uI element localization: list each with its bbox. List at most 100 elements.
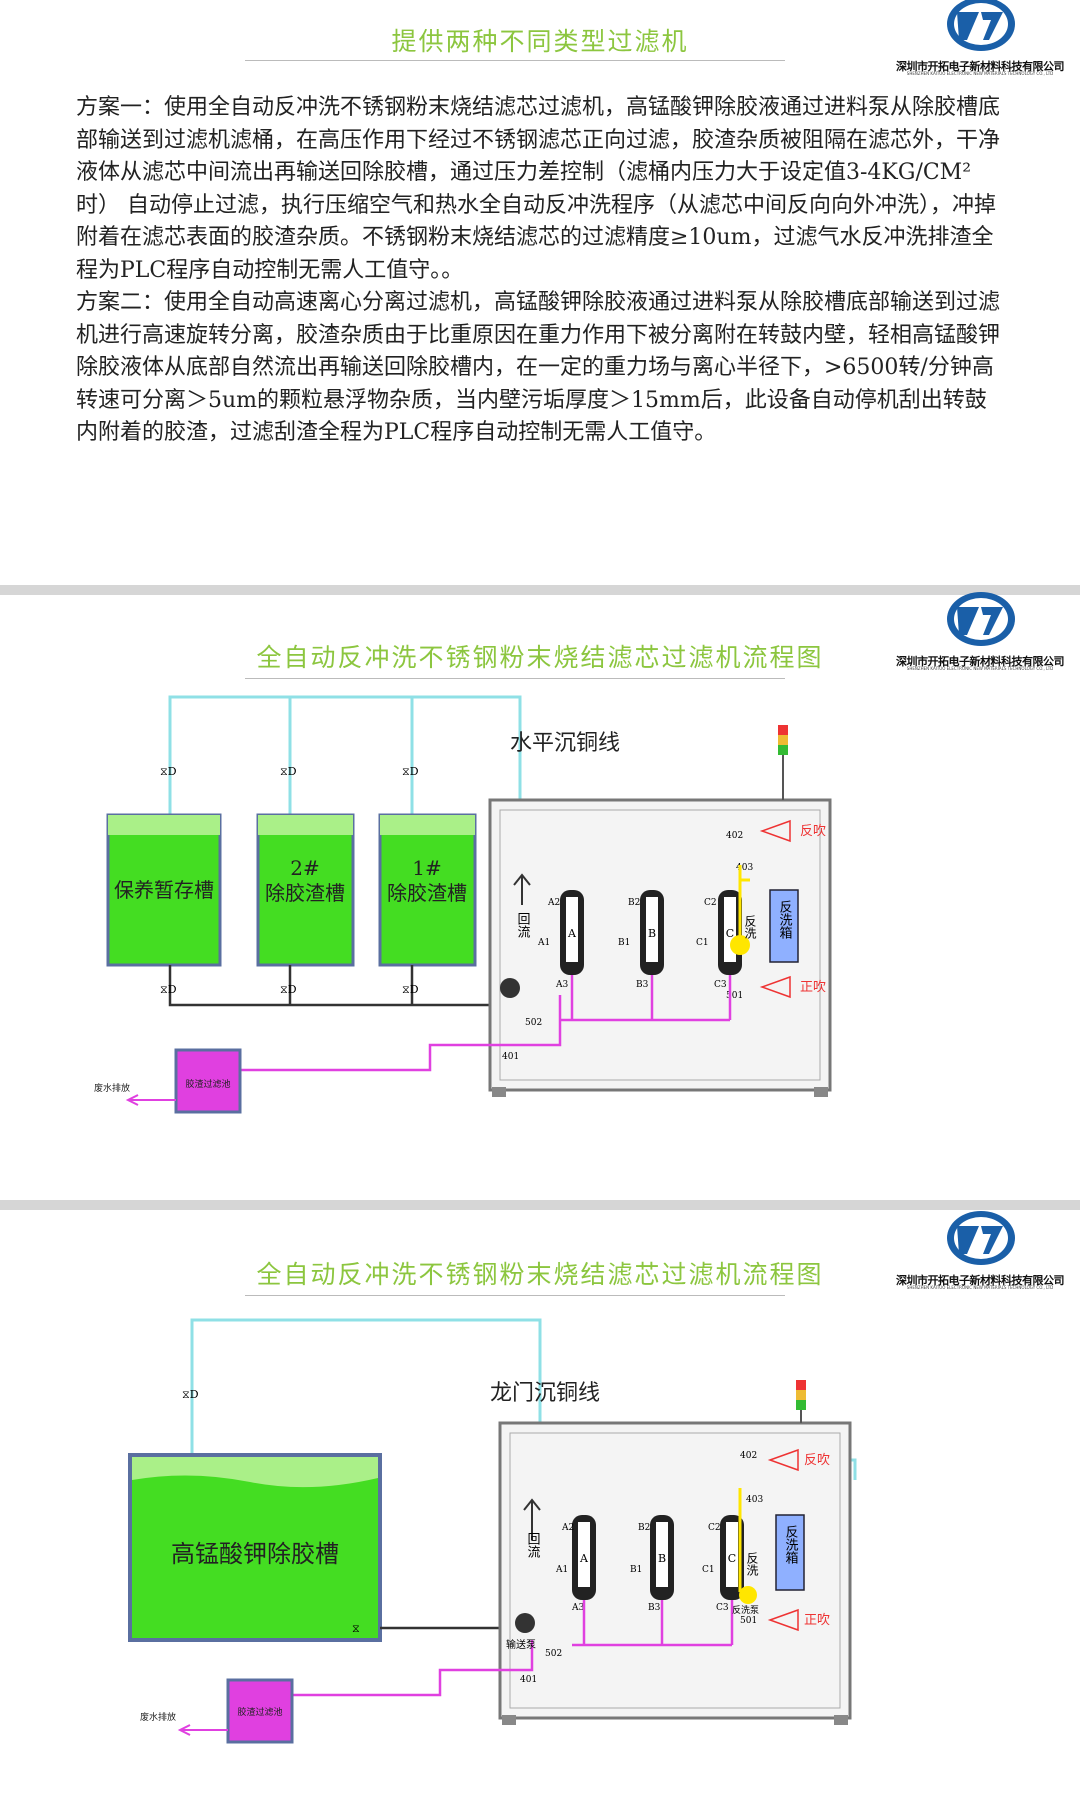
production-line-label: 水平沉铜线 bbox=[510, 731, 620, 756]
svg-text:⧖D: ⧖D bbox=[402, 765, 419, 778]
svg-text:502: 502 bbox=[525, 1018, 542, 1028]
tank-label: 保养暂存槽 bbox=[114, 878, 214, 902]
flow-diagram-gantry: ⧖D 高锰酸钾除胶槽 ⧖ 龙门沉铜线 回流 A B C bbox=[128, 1318, 857, 1744]
svg-text:正吹: 正吹 bbox=[804, 1613, 830, 1628]
svg-text:B2: B2 bbox=[628, 898, 640, 908]
svg-text:C2: C2 bbox=[704, 898, 717, 908]
svg-text:A2: A2 bbox=[547, 898, 560, 908]
backwash-pump-icon bbox=[730, 935, 750, 955]
waste-arrow bbox=[125, 1094, 176, 1106]
section-divider-2 bbox=[0, 1200, 1080, 1210]
svg-text:A2: A2 bbox=[561, 1523, 574, 1533]
valve-icons: ⧖D ⧖D ⧖D bbox=[160, 765, 419, 778]
forward-blow-arrow: 正吹 bbox=[759, 975, 826, 999]
svg-text:⧖: ⧖ bbox=[352, 1622, 360, 1635]
waste-arrow bbox=[177, 1724, 228, 1736]
intro-body: 方案一：使用全自动反冲洗不锈钢粉末烧结滤芯过滤机，高锰酸钾除胶液通过进料泵从除胶… bbox=[76, 92, 1008, 450]
svg-text:501: 501 bbox=[726, 991, 743, 1001]
signal-tower-icon bbox=[796, 1380, 806, 1423]
svg-text:B2: B2 bbox=[638, 1523, 650, 1533]
logo-emblem-icon bbox=[947, 1211, 1015, 1265]
tank-number: 2# bbox=[290, 856, 319, 880]
diagram1-title: 全自动反冲洗不锈钢粉末烧结滤芯过滤机流程图 bbox=[256, 643, 824, 672]
svg-text:C3: C3 bbox=[714, 980, 727, 990]
filter-label-b: B bbox=[658, 1552, 666, 1565]
backwash-tank bbox=[769, 889, 799, 963]
tank-desmear-2: 2# 除胶渣槽 bbox=[256, 813, 355, 967]
residue-tank-label: 胶渣过滤池 bbox=[237, 1706, 282, 1718]
svg-text:⧖D: ⧖D bbox=[280, 765, 297, 778]
svg-text:A1: A1 bbox=[555, 1565, 568, 1575]
reverse-blow-arrow: 反吹 bbox=[767, 1448, 830, 1472]
feed-pump-icon bbox=[515, 1613, 535, 1633]
svg-text:⧖D: ⧖D bbox=[402, 983, 419, 996]
section-divider-1 bbox=[0, 585, 1080, 595]
backwash-tank-label: 反洗箱 bbox=[783, 1525, 799, 1564]
svg-text:C1: C1 bbox=[702, 1565, 715, 1575]
tank-permanganate: 高锰酸钾除胶槽 bbox=[128, 1453, 382, 1642]
intro-title-underline bbox=[245, 60, 785, 61]
logo-emblem-icon bbox=[947, 0, 1015, 51]
backwash-label: 反洗 bbox=[745, 1552, 759, 1576]
svg-text:403: 403 bbox=[736, 863, 753, 873]
forward-blow-arrow: 正吹 bbox=[767, 1608, 830, 1632]
filter-housings: A B C bbox=[572, 1515, 744, 1600]
return-arrow: 回流 bbox=[523, 1498, 541, 1558]
logo-emblem-icon bbox=[947, 592, 1015, 646]
plan-one-paragraph: 方案一：使用全自动反冲洗不锈钢粉末烧结滤芯过滤机，高锰酸钾除胶液通过进料泵从除胶… bbox=[76, 95, 1001, 283]
waste-label: 废水排放 bbox=[140, 1711, 176, 1723]
backwash-pump-icon bbox=[739, 1586, 757, 1604]
signal-tower-icon bbox=[778, 725, 788, 800]
tank-label: 除胶渣槽 bbox=[265, 881, 345, 905]
svg-text:501: 501 bbox=[740, 1616, 757, 1626]
company-name-en: SHENZHEN KAITUO ELECTRONIC NEW MATERIALS… bbox=[906, 71, 1054, 76]
svg-text:⧖D: ⧖D bbox=[280, 983, 297, 996]
svg-text:402: 402 bbox=[740, 1451, 757, 1461]
svg-text:402: 402 bbox=[726, 831, 743, 841]
svg-text:正吹: 正吹 bbox=[800, 980, 826, 995]
filter-label-b: B bbox=[648, 927, 656, 940]
backwash-loop bbox=[738, 865, 750, 940]
svg-text:⧖D: ⧖D bbox=[160, 765, 177, 778]
filter-label-c: C bbox=[728, 1552, 736, 1565]
backwash-tank-label: 反洗箱 bbox=[777, 900, 793, 939]
backwash-pump-label: 反洗泵 bbox=[732, 1604, 759, 1616]
feed-pump-icon bbox=[500, 978, 520, 998]
svg-text:C3: C3 bbox=[716, 1603, 729, 1613]
backwash-tank bbox=[775, 1514, 805, 1591]
tank-bath-storage: 保养暂存槽 bbox=[106, 813, 222, 967]
tank-desmear-1: 1# 除胶渣槽 bbox=[378, 813, 477, 967]
plan-two-paragraph: 方案二：使用全自动高速离心分离过滤机，高锰酸钾除胶液通过进料泵从除胶槽底部输送到… bbox=[76, 290, 1001, 445]
filter-label-a: A bbox=[579, 1552, 589, 1565]
svg-text:B1: B1 bbox=[618, 938, 630, 948]
svg-text:A3: A3 bbox=[555, 980, 568, 990]
svg-text:⧖D: ⧖D bbox=[160, 983, 177, 996]
svg-text:A1: A1 bbox=[537, 938, 550, 948]
svg-text:反吹: 反吹 bbox=[800, 824, 826, 839]
diagram1-section: 全自动反冲洗不锈钢粉末烧结滤芯过滤机流程图 深圳市开拓电子新材料科技有限公司 S… bbox=[0, 592, 1080, 1200]
intro-section: 提供两种不同类型过滤机 深圳市开拓电子新材料科技有限公司 SHENZHEN KA… bbox=[0, 0, 1080, 585]
svg-text:B3: B3 bbox=[648, 1603, 661, 1613]
intro-title: 提供两种不同类型过滤机 bbox=[391, 27, 689, 56]
diagram1-title-underline bbox=[245, 678, 785, 679]
return-label: 回流 bbox=[515, 912, 531, 938]
svg-text:B1: B1 bbox=[630, 1565, 642, 1575]
flow-diagram-horizontal: ⧖D ⧖D ⧖D 保养暂存槽 2# 除胶渣槽 1# 除胶渣槽 ⧖D ⧖D ⧖D bbox=[94, 695, 832, 1114]
svg-text:⧖D: ⧖D bbox=[182, 1388, 199, 1401]
svg-text:C2: C2 bbox=[708, 1523, 721, 1533]
feed-pump-label: 输送泵 bbox=[506, 1638, 536, 1651]
company-name-cn: 深圳市开拓电子新材料科技有限公司 bbox=[896, 1274, 1065, 1287]
company-name-en: SHENZHEN KAITUO ELECTRONIC NEW MATERIALS… bbox=[906, 1285, 1054, 1290]
company-logo: 深圳市开拓电子新材料科技有限公司 SHENZHEN KAITUO ELECTRO… bbox=[885, 1211, 1075, 1294]
svg-text:A3: A3 bbox=[571, 1603, 584, 1613]
tank-number: 1# bbox=[412, 856, 441, 880]
company-logo: 深圳市开拓电子新材料科技有限公司 SHENZHEN KAITUO ELECTRO… bbox=[885, 0, 1075, 80]
return-arrow: 回流 bbox=[513, 873, 531, 938]
svg-text:反吹: 反吹 bbox=[804, 1453, 830, 1468]
company-logo: 深圳市开拓电子新材料科技有限公司 SHENZHEN KAITUO ELECTRO… bbox=[885, 592, 1075, 675]
company-name-cn: 深圳市开拓电子新材料科技有限公司 bbox=[896, 60, 1065, 73]
production-line-label: 龙门沉铜线 bbox=[490, 1381, 600, 1406]
company-name-en: SHENZHEN KAITUO ELECTRONIC NEW MATERIALS… bbox=[906, 666, 1054, 671]
